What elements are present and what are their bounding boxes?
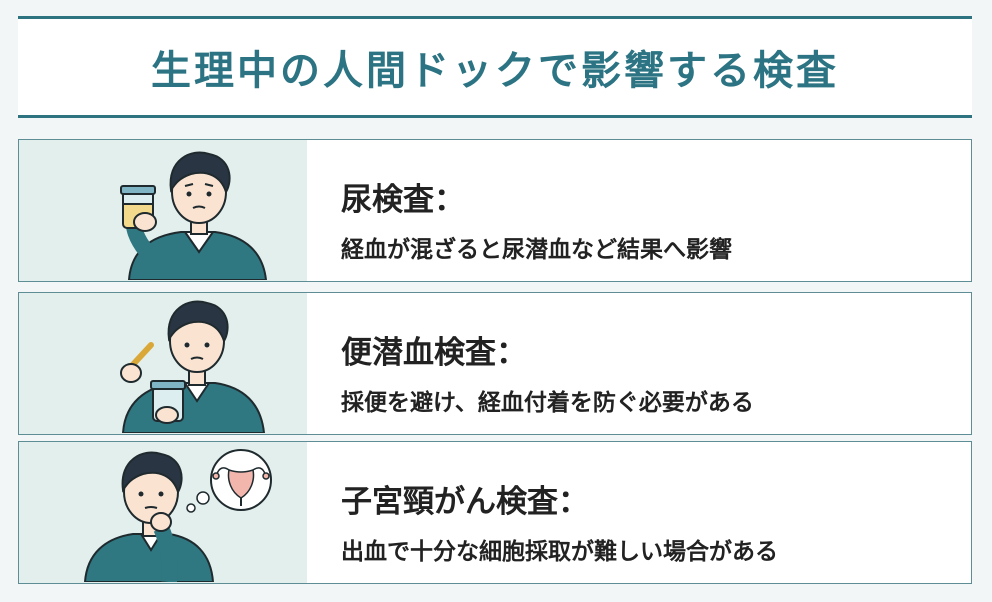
card-text: 子宮頸がん検査： 出血で十分な細胞採取が難しい場合がある — [341, 442, 951, 583]
exam-description: 出血で十分な細胞採取が難しい場合がある — [341, 539, 778, 565]
illustration-panel — [19, 140, 307, 281]
exam-heading: 尿検査： — [341, 182, 465, 218]
card-text: 尿検査： 経血が混ざると尿潜血など結果へ影響 — [341, 140, 951, 281]
man-thinking-uterus-icon — [83, 449, 272, 582]
page-title: 生理中の人間ドックで影響する検査 — [151, 48, 839, 94]
exam-description: 採便を避け、経血付着を防ぐ必要がある — [341, 390, 754, 416]
man-holding-urine-cup-icon — [120, 151, 268, 280]
exam-card-fecal-occult-blood: 便潜血検査： 採便を避け、経血付着を防ぐ必要がある — [18, 292, 972, 435]
card-text: 便潜血検査： 採便を避け、経血付着を防ぐ必要がある — [341, 293, 951, 434]
man-holding-stool-sample-kit-icon — [120, 300, 266, 433]
exam-card-urine: 尿検査： 経血が混ざると尿潜血など結果へ影響 — [18, 139, 972, 282]
exam-card-cervical-cancer: 子宮頸がん検査： 出血で十分な細胞採取が難しい場合がある — [18, 441, 972, 584]
exam-heading: 便潜血検査： — [341, 335, 527, 371]
illustration-panel — [19, 442, 307, 583]
exam-heading: 子宮頸がん検査： — [341, 484, 589, 520]
exam-description: 経血が混ざると尿潜血など結果へ影響 — [341, 237, 732, 263]
illustration-panel — [19, 293, 307, 434]
title-banner: 生理中の人間ドックで影響する検査 — [18, 16, 972, 118]
